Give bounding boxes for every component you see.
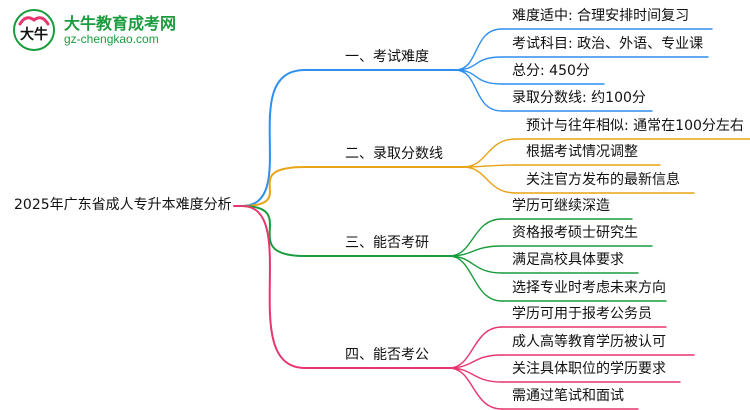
leaf-node[interactable]: 资格报考硕士研究生 bbox=[512, 225, 638, 241]
leaf-connector bbox=[462, 166, 517, 194]
branch-node[interactable]: 四、能否考公 bbox=[345, 347, 429, 363]
leaf-node[interactable]: 满足高校具体要求 bbox=[512, 252, 624, 268]
leaf-node[interactable]: 难度适中: 合理安排时间复习 bbox=[512, 8, 690, 24]
leaf-node[interactable]: 关注官方发布的最新信息 bbox=[526, 172, 680, 188]
leaf-node[interactable]: 学历可用于报考公务员 bbox=[512, 306, 652, 322]
leaf-node[interactable]: 预计与往年相似: 通常在100分左右 bbox=[526, 118, 744, 134]
branch-node[interactable]: 二、录取分数线 bbox=[345, 146, 443, 162]
leaf-node[interactable]: 总分: 450分 bbox=[512, 63, 590, 79]
leaf-connector bbox=[454, 69, 503, 112]
leaf-connector bbox=[448, 326, 503, 369]
leaf-node[interactable]: 需通过笔试和面试 bbox=[512, 388, 624, 404]
branch-connector bbox=[241, 205, 306, 257]
branch-connector bbox=[241, 69, 306, 207]
leaf-node[interactable]: 关注具体职位的学历要求 bbox=[512, 361, 666, 377]
branch-node[interactable]: 一、考试难度 bbox=[345, 49, 429, 65]
root-node[interactable]: 2025年广东省成人专升本难度分析 bbox=[14, 197, 232, 213]
logo-name: 大牛教育成考网 bbox=[64, 14, 177, 33]
leaf-node[interactable]: 根据考试情况调整 bbox=[526, 144, 638, 160]
leaf-node[interactable]: 选择专业时考虑未来方向 bbox=[512, 280, 666, 296]
branch-connector bbox=[241, 205, 306, 369]
leaf-connector bbox=[454, 28, 503, 71]
leaf-connector bbox=[448, 255, 503, 302]
leaf-connector bbox=[462, 138, 517, 168]
branch-connector bbox=[241, 166, 306, 207]
svg-text:大牛: 大牛 bbox=[20, 26, 48, 43]
leaf-node[interactable]: 成人高等教育学历被认可 bbox=[512, 334, 666, 350]
site-logo[interactable]: 大牛 大牛教育成考网 gz-chengkao.com bbox=[12, 8, 212, 52]
branch-node[interactable]: 三、能否考研 bbox=[345, 235, 429, 251]
leaf-connector bbox=[448, 367, 503, 410]
leaf-connector bbox=[448, 354, 503, 369]
leaf-node[interactable]: 考试科目: 政治、外语、专业课 bbox=[512, 36, 704, 52]
logo-url: gz-chengkao.com bbox=[64, 32, 159, 46]
leaf-node[interactable]: 录取分数线: 约100分 bbox=[512, 90, 646, 106]
leaf-node[interactable]: 学历可继续深造 bbox=[512, 198, 610, 214]
ox-logo-icon: 大牛 bbox=[13, 9, 55, 51]
